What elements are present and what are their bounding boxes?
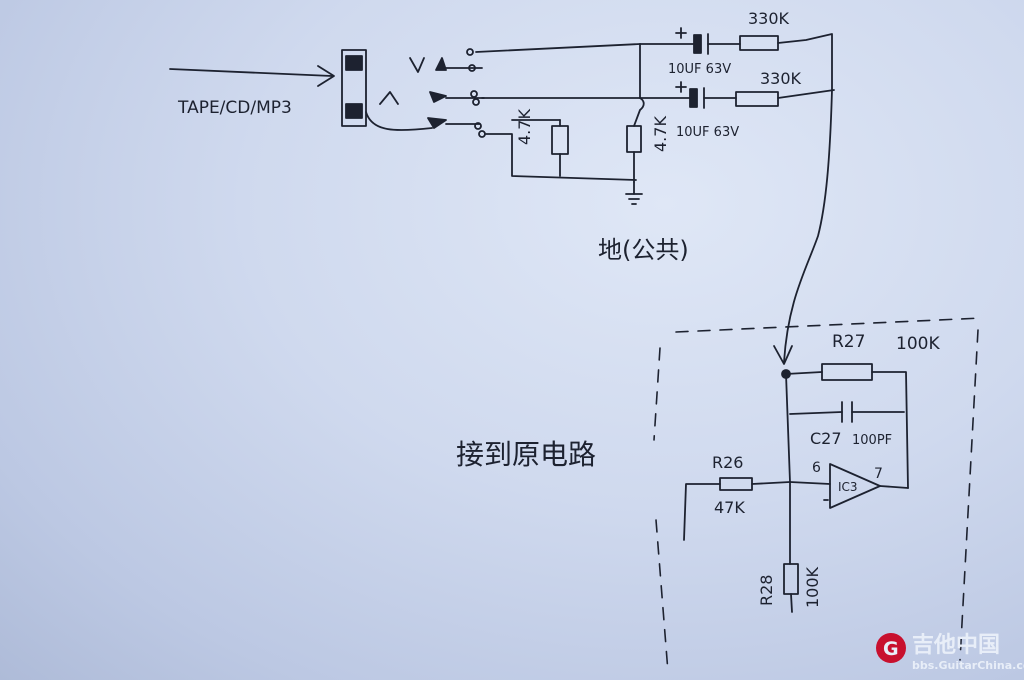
resistor-1-value: 330K: [748, 9, 790, 28]
watermark-name: 吉他中国: [912, 632, 1000, 658]
capacitor-c27: [789, 401, 905, 423]
resistor-r27: [785, 363, 909, 489]
resistor-r26: [683, 477, 791, 541]
r26-ref: R26: [712, 453, 743, 472]
r27-value: 100K: [896, 334, 940, 354]
coupling-capacitor-1: [639, 27, 741, 55]
audio-plug: [341, 49, 433, 131]
r28-ref: R28: [757, 575, 776, 606]
c27-ref: C27: [810, 429, 842, 448]
resistor-2-value: 330K: [760, 69, 802, 88]
ground-label: 地(公共): [598, 236, 689, 264]
series-resistor-1: [739, 33, 833, 91]
signal-feed-line: [773, 89, 833, 365]
pin-7-label: 7: [874, 466, 883, 482]
coupling-capacitor-2: [639, 81, 737, 109]
svg-text:G: G: [883, 638, 899, 660]
connect-label: 接到原电路: [456, 438, 596, 471]
jack-contacts: [379, 43, 641, 181]
ic3-label: IC3: [838, 480, 858, 494]
watermark-url: bbs.GuitarChina.com: [912, 659, 1024, 672]
r27-ref: R27: [832, 332, 865, 352]
op-amp-ic3: [785, 373, 909, 509]
series-resistor-2: [735, 89, 835, 107]
cap-1-value: 10UF 63V: [668, 62, 731, 77]
pin-6-label: 6: [812, 460, 821, 476]
r26-value: 47K: [714, 498, 745, 517]
input-arrow: [169, 65, 335, 87]
shunt-resistor-1-value: 4.7K: [515, 109, 534, 145]
ground-symbol: [625, 181, 643, 205]
shunt-resistor-1: [511, 119, 569, 177]
source-label: TAPE/CD/MP3: [177, 98, 292, 118]
resistor-r28: [783, 481, 799, 613]
cap-2-value: 10UF 63V: [676, 125, 739, 140]
shunt-resistor-2: [626, 43, 645, 183]
watermark-logo: G 吉他中国 bbs.GuitarChina.com: [876, 632, 1024, 672]
r28-value: 100K: [803, 566, 822, 608]
shunt-resistor-2-value: 4.7K: [651, 116, 670, 152]
original-circuit-box: [653, 317, 983, 673]
c27-value: 100PF: [852, 433, 892, 448]
